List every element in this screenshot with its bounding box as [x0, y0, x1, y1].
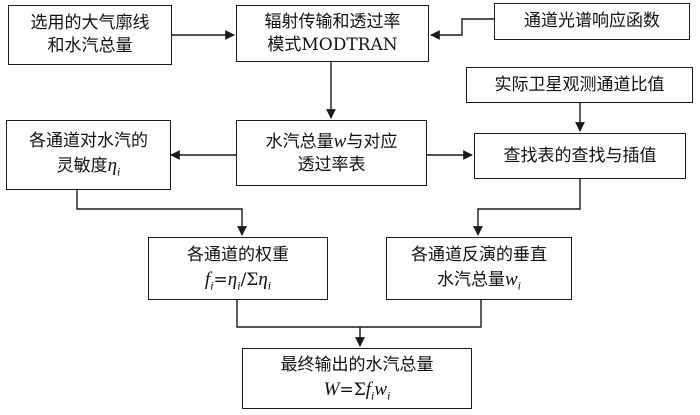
weights-formula: fi=ηi/Σηi [205, 267, 271, 294]
weights-eta-den-sub: i [267, 278, 272, 293]
input-profile-line1: 选用的大气廓线 [30, 13, 150, 34]
retrieved-line1: 各通道反演的垂直 [411, 244, 547, 265]
weights-line1: 各通道的权重 [187, 244, 289, 265]
modtran-line2: 模式MODTRAN [267, 34, 398, 55]
retrieved-line2: 水汽总量wi [437, 267, 521, 294]
box-lookup-table: 水汽总量w与对应 透过率表 [236, 120, 427, 186]
connector-retrieved-down [360, 300, 482, 328]
w-symbol: w [333, 130, 347, 152]
box-final: 最终输出的水汽总量 W=Σfiwi [242, 348, 472, 409]
input-profile-line2: 和水汽总量 [47, 36, 133, 56]
final-w: w [374, 378, 388, 400]
arrow-spectral-to-modtran [430, 18, 494, 40]
box-satellite-ratio: 实际卫星观测通道比值 [466, 67, 693, 103]
retrieved-prefix: 水汽总量 [436, 269, 505, 290]
eta-subscript: i [117, 164, 121, 179]
arrow-search-to-retrieved [473, 179, 581, 236]
weights-equals: = [213, 269, 228, 290]
connector-weights-down [236, 300, 360, 328]
table-search-line1: 查找表的查找与插值 [503, 145, 657, 166]
lookup-table-line2: 透过率表 [297, 155, 366, 176]
weights-f: f [204, 268, 211, 290]
retrieved-w: w [504, 268, 518, 290]
eta-symbol: η [107, 155, 118, 177]
weights-eta-num: η [227, 268, 238, 290]
box-input-profile: 选用的大气廓线 和水汽总量 [8, 5, 172, 65]
sensitivity-line1: 各通道对水汽的 [29, 131, 148, 152]
lookup-table-suffix: 与对应 [346, 131, 398, 152]
weights-eta-num-sub: i [237, 278, 241, 293]
weights-eta-den: η [258, 268, 268, 290]
final-f: f [365, 378, 371, 400]
lookup-table-line1: 水汽总量w与对应 [266, 129, 398, 155]
modtran-line1: 辐射传输和透过率 [264, 11, 401, 32]
sensitivity-line2-prefix: 灵敏度 [56, 156, 108, 177]
retrieved-w-sub: i [517, 278, 522, 293]
final-w-sub: i [387, 388, 391, 403]
weights-f-sub: i [210, 278, 214, 293]
final-f-sub: i [371, 388, 375, 403]
final-line1: 最终输出的水汽总量 [280, 354, 434, 375]
satellite-ratio-line1: 实际卫星观测通道比值 [494, 74, 665, 95]
sensitivity-line2: 灵敏度ηi [57, 153, 121, 180]
spectral-response-line1: 通道光谱响应函数 [524, 11, 660, 32]
box-weights: 各通道的权重 fi=ηi/Σηi [148, 237, 328, 300]
arrow-sensitivity-to-weights [76, 190, 247, 236]
final-W: W [323, 378, 340, 400]
box-modtran: 辐射传输和透过率 模式MODTRAN [236, 5, 429, 62]
weights-slash-sigma: /Σ [240, 269, 259, 290]
final-formula: W=Σfiwi [324, 377, 391, 404]
lookup-table-prefix: 水汽总量 [265, 131, 334, 152]
final-eq-sigma: =Σ [339, 379, 366, 400]
box-retrieved: 各通道反演的垂直 水汽总量wi [386, 237, 572, 300]
box-sensitivity: 各通道对水汽的 灵敏度ηi [6, 120, 171, 190]
box-spectral-response: 通道光谱响应函数 [494, 3, 690, 40]
box-table-search: 查找表的查找与插值 [474, 133, 686, 179]
